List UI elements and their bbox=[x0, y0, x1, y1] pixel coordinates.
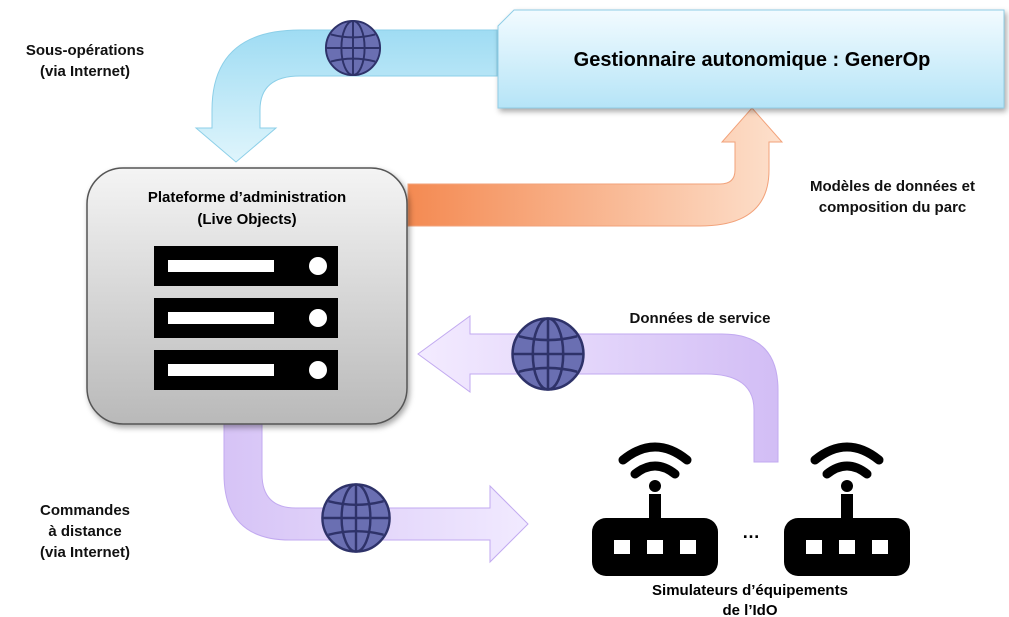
router-wifi-icon bbox=[592, 447, 718, 576]
data-models-label-line-1: Modèles de données et bbox=[809, 178, 976, 195]
autonomic-manager-box bbox=[497, 9, 1005, 109]
server-icon bbox=[154, 246, 338, 286]
globe-icon bbox=[324, 19, 382, 77]
server-icon bbox=[154, 298, 338, 338]
platform-title-line-1: Plateforme d’administration bbox=[148, 189, 346, 206]
data-models-arrow bbox=[407, 107, 784, 227]
data-models-label: Modèles de données et composition du par… bbox=[780, 176, 1005, 218]
sub-operations-arrow bbox=[194, 29, 498, 163]
remote-commands-label-line-1: Commandes bbox=[39, 502, 131, 519]
remote-commands-arrow bbox=[223, 423, 529, 564]
service-data-arrow bbox=[417, 315, 779, 463]
autonomic-manager-title: Gestionnaire autonomique : GenerOp bbox=[574, 49, 931, 71]
platform-title-line-2: (Live Objects) bbox=[197, 211, 296, 228]
globe-icon bbox=[321, 483, 391, 553]
remote-commands-label-line-2: à distance bbox=[48, 523, 122, 540]
globe-icon bbox=[511, 317, 585, 391]
remote-commands-label-line-3: (via Internet) bbox=[39, 544, 130, 561]
service-data-label-line-1: Données de service bbox=[629, 310, 771, 327]
devices-caption-line-1: Simulateurs d’équipements bbox=[652, 582, 848, 599]
router-wifi-icon bbox=[784, 447, 910, 576]
remote-commands-label: Commandes à distance (via Internet) bbox=[15, 500, 155, 563]
data-models-label-line-2: composition du parc bbox=[818, 199, 967, 216]
service-data-label: Données de service bbox=[600, 308, 800, 329]
sub-operations-label-line-2: (via Internet) bbox=[39, 63, 130, 80]
devices-caption-line-2: de l’IdO bbox=[722, 602, 777, 617]
sub-operations-label-line-1: Sous-opérations bbox=[25, 42, 145, 59]
sub-operations-label: Sous-opérations (via Internet) bbox=[10, 40, 160, 82]
server-icon bbox=[154, 350, 338, 390]
devices-ellipsis: … bbox=[742, 522, 760, 542]
